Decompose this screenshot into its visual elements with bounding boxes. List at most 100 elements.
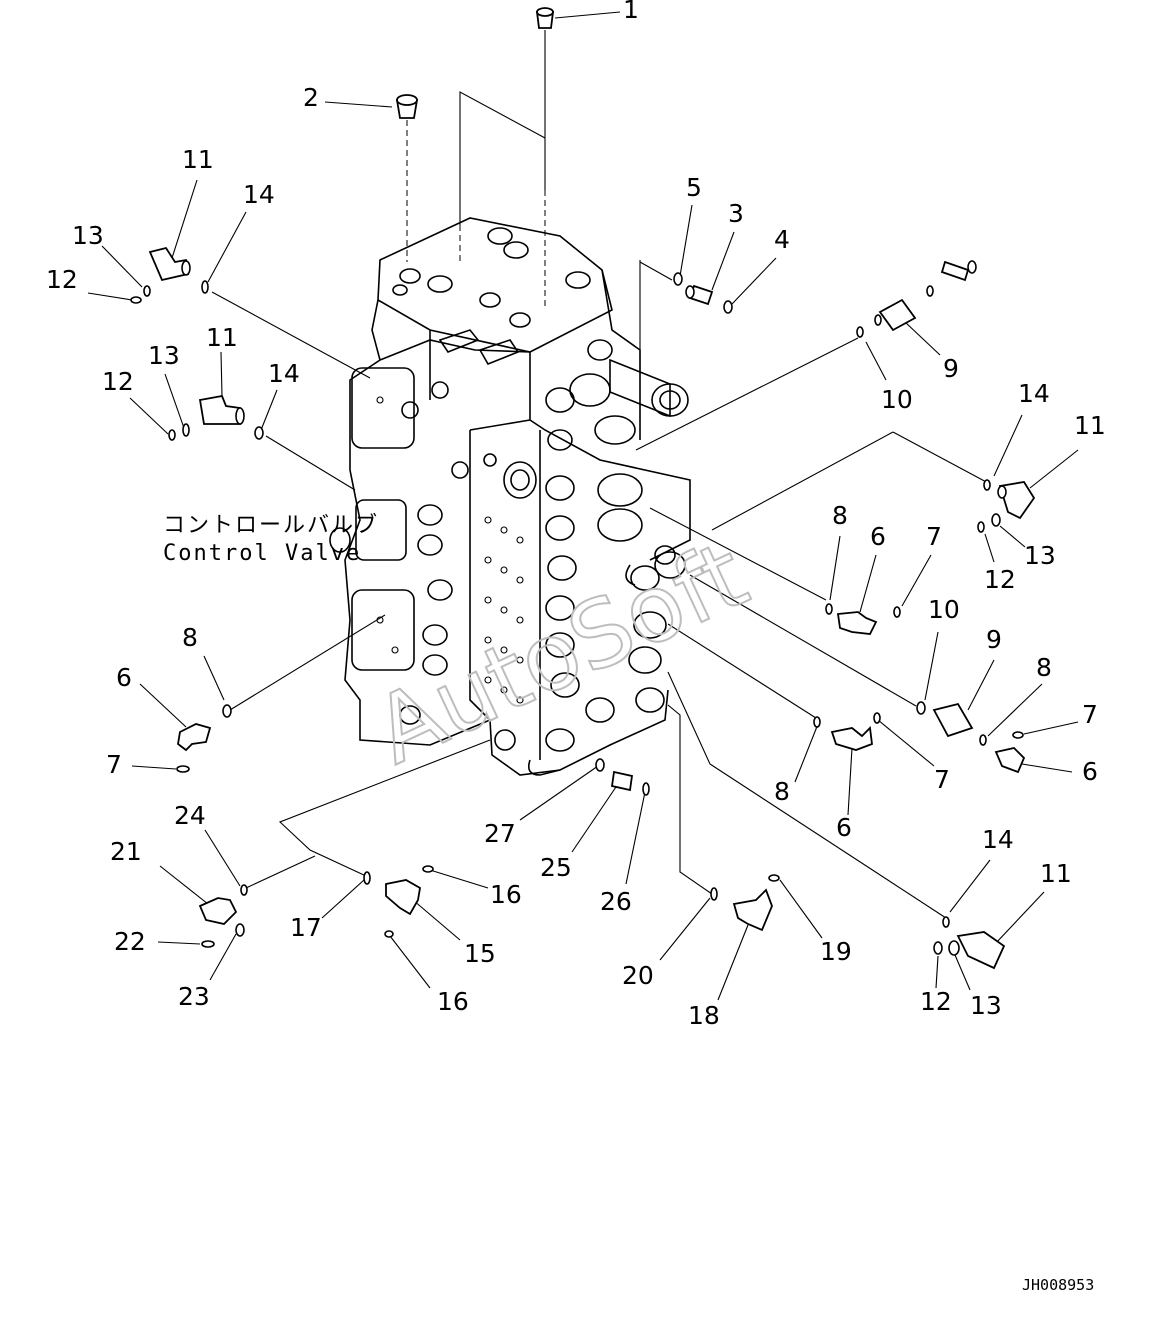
callout-6c: 6	[836, 813, 852, 842]
callout-17: 17	[290, 913, 322, 942]
callout-8b: 8	[1036, 653, 1052, 682]
oring-4	[723, 300, 733, 314]
callout-6b: 6	[1082, 757, 1098, 786]
oring-7c	[873, 712, 881, 724]
leader-lines	[87, 11, 1079, 1001]
callout-13b: 13	[148, 341, 180, 370]
oring-13b	[182, 423, 190, 437]
part-elbow-11a	[148, 246, 191, 282]
callout-1: 1	[623, 0, 639, 24]
oring-14c	[983, 479, 991, 491]
callout-5: 5	[686, 173, 702, 202]
oring-23	[235, 923, 245, 937]
callout-7d: 7	[106, 750, 122, 779]
callout-21: 21	[110, 837, 142, 866]
oring-13c	[991, 513, 1001, 527]
callout-14a: 14	[243, 180, 275, 209]
callout-20: 20	[622, 961, 654, 990]
callout-10a: 10	[881, 385, 913, 414]
part-plug-1	[535, 7, 555, 29]
callout-3: 3	[728, 199, 744, 228]
part-elbow-6a	[836, 611, 878, 635]
callout-12c: 12	[984, 565, 1016, 594]
part-elbow-11c	[997, 481, 1036, 520]
part-fitting-top-right	[926, 260, 977, 297]
oring-16b	[384, 930, 394, 938]
oring-5	[673, 272, 683, 286]
oring-22	[201, 940, 215, 948]
callout-6a: 6	[870, 522, 886, 551]
callout-labels: 1 2 3 4 5 11 13 12 14 11 13 12 14 9 10 1…	[46, 0, 1106, 1030]
oring-27	[595, 758, 605, 772]
callout-7b: 7	[1082, 700, 1098, 729]
part-plug-2	[395, 94, 419, 119]
part-elbow-11b	[198, 394, 245, 425]
part-check-9b	[932, 702, 974, 738]
callout-22: 22	[114, 927, 146, 956]
oring-7a	[893, 606, 901, 618]
oring-20	[710, 887, 718, 901]
reference-dashes	[406, 120, 546, 310]
callout-11d: 11	[1040, 859, 1072, 888]
part-elbow-6c	[830, 726, 873, 751]
oring-14b	[254, 426, 264, 440]
callout-15: 15	[464, 939, 496, 968]
oring-12b	[168, 429, 176, 441]
part-elbow-21	[198, 897, 238, 925]
part-fitting-25	[610, 770, 634, 792]
callout-16a: 16	[490, 880, 522, 909]
part-elbow-6b	[994, 747, 1026, 774]
callout-25: 25	[540, 853, 572, 882]
callout-7a: 7	[926, 522, 942, 551]
callout-12a: 12	[46, 265, 78, 294]
part-elbow-11d	[956, 931, 1006, 970]
oring-14a	[201, 280, 209, 294]
oring-12c	[977, 521, 985, 533]
callout-27: 27	[484, 819, 516, 848]
callout-14c: 14	[1018, 379, 1050, 408]
callout-4: 4	[774, 225, 790, 254]
callout-9b: 9	[986, 625, 1002, 654]
callout-11c: 11	[1074, 411, 1106, 440]
oring-16a	[422, 865, 434, 873]
oring-10b	[916, 701, 926, 715]
callout-11b: 11	[206, 323, 238, 352]
oring-17	[363, 871, 371, 885]
oring-14d	[942, 916, 950, 928]
oring-13d	[948, 940, 960, 956]
oring-8a	[825, 603, 833, 615]
control-valve-label-jp: コントロールバルブ	[163, 513, 379, 538]
callout-8c: 8	[774, 777, 790, 806]
callout-7c: 7	[934, 765, 950, 794]
control-valve-body	[329, 217, 691, 776]
callout-16b: 16	[437, 987, 469, 1016]
oring-12a	[130, 296, 142, 304]
part-fitting-3	[685, 284, 714, 306]
oring-13a	[143, 285, 151, 297]
callout-2: 2	[303, 83, 319, 112]
oring-10a	[856, 326, 864, 338]
callout-9a: 9	[943, 354, 959, 383]
callout-12d: 12	[920, 987, 952, 1016]
callout-26: 26	[600, 887, 632, 916]
oring-26	[642, 782, 650, 796]
callout-19: 19	[820, 937, 852, 966]
oring-7d	[176, 765, 190, 773]
callout-6d: 6	[116, 663, 132, 692]
part-fitting-15	[385, 879, 421, 916]
callout-13a: 13	[72, 221, 104, 250]
drawing-code: JH008953	[1022, 1276, 1094, 1294]
callout-14b: 14	[268, 359, 300, 388]
control-valve-label-en: Control Valve	[163, 541, 361, 566]
callout-8d: 8	[182, 623, 198, 652]
callout-10b: 10	[928, 595, 960, 624]
oring-8b	[979, 734, 987, 746]
callout-12b: 12	[102, 367, 134, 396]
callout-24: 24	[174, 801, 206, 830]
part-elbow-18	[732, 888, 773, 932]
oring-19	[768, 874, 780, 882]
oring-8d	[222, 704, 232, 718]
callout-11a: 11	[182, 145, 214, 174]
part-elbow-6d	[177, 723, 212, 752]
